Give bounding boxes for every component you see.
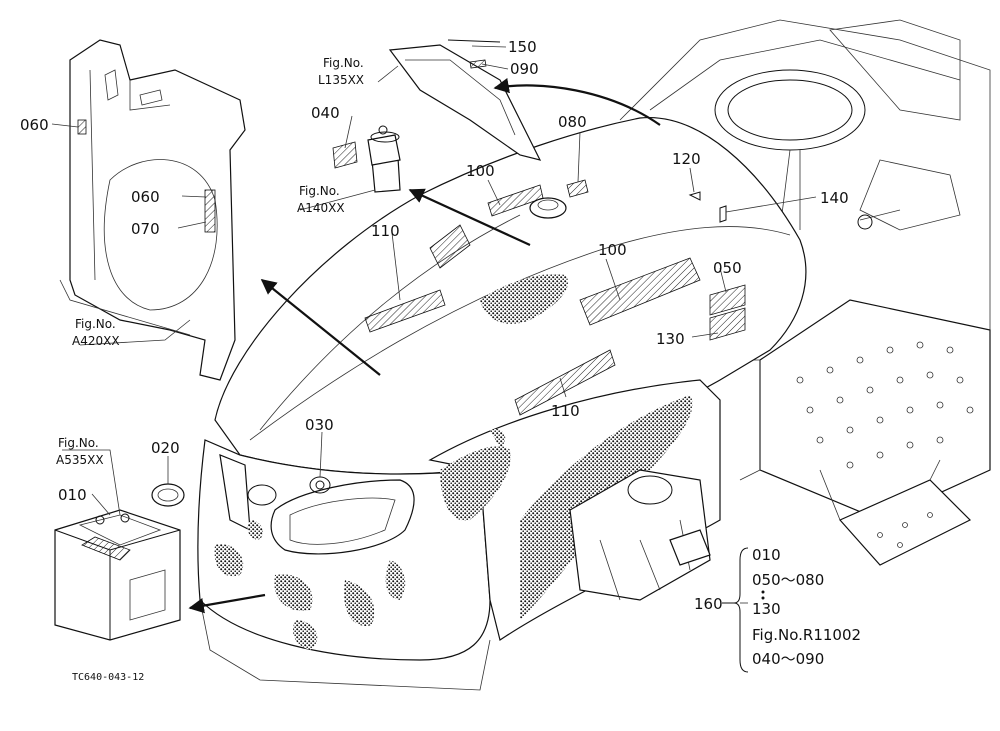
- callout-labels: 060 060 070 040 110 100 080 120 140 100 …: [20, 38, 849, 613]
- callout-020: 020: [151, 439, 180, 457]
- callout-120: 120: [672, 150, 701, 168]
- decal-090: [469, 59, 487, 69]
- decal-hood-mark: [429, 224, 471, 269]
- control-lever-housing: [859, 159, 961, 231]
- decals: [364, 179, 746, 416]
- part-020: [151, 483, 185, 507]
- decal-150: [447, 39, 501, 43]
- fig-ref-a535-label: Fig.No.: [58, 436, 99, 450]
- decal-130: [709, 307, 746, 341]
- decal-050: [709, 284, 746, 316]
- decal-110-side: [514, 349, 616, 416]
- fig-ref-a140-label: Fig.No.: [299, 184, 340, 198]
- decal-060-top: [77, 119, 87, 135]
- decal-040: [332, 141, 358, 169]
- floor-plate-holes: [796, 341, 974, 469]
- callout-080: 080: [558, 113, 587, 131]
- figure-references: Fig.No. L135XX Fig.No. A140XX Fig.No. A4…: [56, 56, 364, 467]
- decal-080: [566, 179, 589, 198]
- air-cleaner-assembly: [332, 125, 401, 193]
- set-160-bracket: [722, 547, 765, 673]
- callout-140: 140: [820, 189, 849, 207]
- callout-100-side: 100: [598, 241, 627, 259]
- tractor-side-panel: [428, 379, 721, 641]
- callout-060: 060: [131, 188, 160, 206]
- decal-kubota-logo: [579, 257, 701, 326]
- callout-130: 130: [656, 330, 685, 348]
- tractor-rear-structure: [619, 19, 991, 566]
- callout-090: 090: [510, 60, 539, 78]
- tractor-front-grille: [197, 439, 491, 691]
- callout-100-top: 100: [466, 162, 495, 180]
- decal-060-070: [204, 189, 216, 233]
- set-160-line-130: 130: [752, 600, 781, 618]
- assembly-arrows: [188, 77, 661, 614]
- drawing-code: TC640-043-12: [72, 672, 144, 683]
- callout-110-top: 110: [371, 222, 400, 240]
- set-160-line-040-090: 040～090: [752, 650, 824, 668]
- decal-140: [719, 205, 727, 223]
- set-160-line-050-080: 050～080: [752, 571, 824, 589]
- fig-ref-a420-code: A420XX: [72, 334, 120, 348]
- callout-010: 010: [58, 486, 87, 504]
- fig-ref-a140-code: A140XX: [297, 201, 345, 215]
- callout-160: 160: [694, 595, 723, 613]
- engine-block: [569, 469, 711, 601]
- fan-shroud-assembly: [59, 39, 246, 381]
- decal-120: [688, 191, 701, 201]
- decal-110-top: [364, 289, 446, 333]
- callout-030: 030: [305, 416, 334, 434]
- callout-070: 070: [131, 220, 160, 238]
- callout-060-top: 060: [20, 116, 49, 134]
- fig-ref-l135-code: L135XX: [318, 73, 364, 87]
- fig-ref-a535-code: A535XX: [56, 453, 104, 467]
- leader-lines: [51, 45, 817, 604]
- decal-hood-camo: [480, 274, 569, 324]
- fig-ref-a420-label: Fig.No.: [75, 317, 116, 331]
- decal-010: [81, 536, 131, 561]
- set-160-contents: 010 050～080 130 Fig.No.R11002 040～090: [752, 546, 861, 668]
- steering-wheel: [714, 69, 866, 151]
- callout-050: 050: [713, 259, 742, 277]
- callout-150: 150: [508, 38, 537, 56]
- set-160-line-figref: Fig.No.R11002: [752, 626, 861, 644]
- side-cover-assembly: [388, 39, 542, 161]
- fig-ref-l135-label: Fig.No.: [323, 56, 364, 70]
- callout-110-side: 110: [551, 402, 580, 420]
- callout-040: 040: [311, 104, 340, 122]
- fuel-cap: [529, 197, 567, 219]
- set-160-line-010: 010: [752, 546, 781, 564]
- battery-assembly: [54, 483, 185, 641]
- floor-plate: [759, 299, 991, 521]
